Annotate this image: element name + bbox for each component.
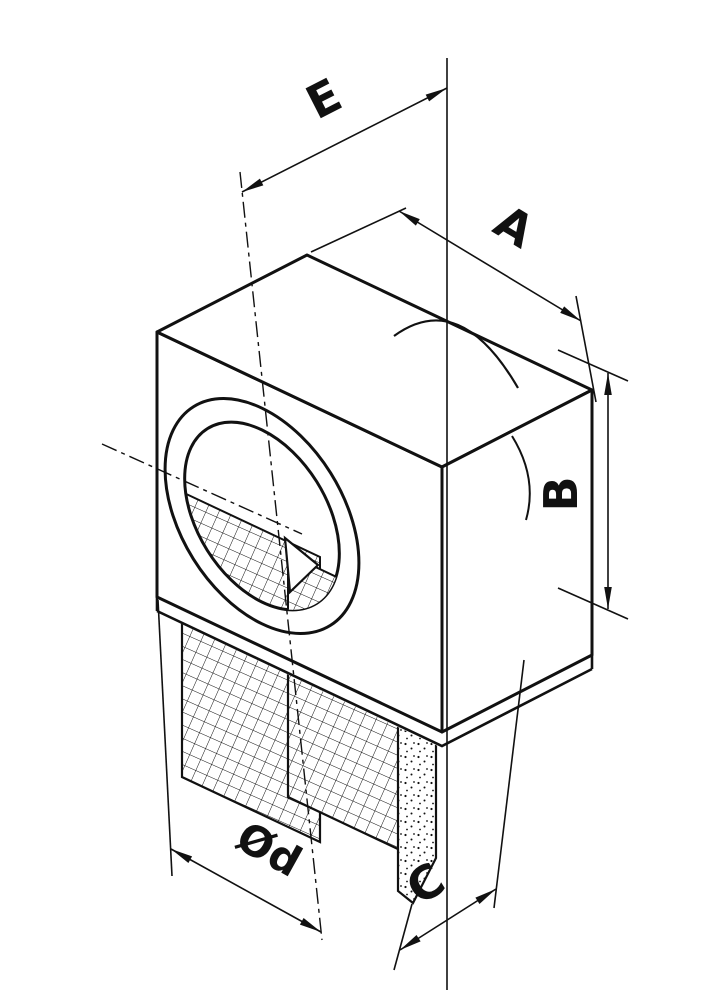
ext-c-right (493, 659, 525, 909)
vertical-centerline (239, 171, 323, 941)
dim-line-c (399, 888, 497, 951)
bottom-rim (155, 597, 594, 748)
ext-b-bottom (557, 587, 629, 620)
ext-b-top (557, 349, 629, 382)
vane-triangle (283, 535, 320, 595)
dim-line-diameter (170, 848, 322, 933)
filter-panel-left (180, 608, 322, 844)
top-outlet-arc (393, 319, 519, 389)
inlet-flange (163, 396, 372, 638)
dim-label-a: A (485, 194, 544, 259)
centerlines (101, 171, 323, 941)
ext-a-left (310, 207, 407, 253)
ext-c-left (393, 903, 413, 971)
dimension-lines (157, 58, 629, 990)
dim-line-e (241, 87, 448, 193)
ext-diameter-left (157, 599, 173, 877)
axis-centerline (101, 443, 303, 535)
side-outlet-arc (511, 435, 531, 521)
dim-label-e: E (297, 68, 350, 130)
dim-label-b: B (534, 476, 588, 511)
dim-line-a (398, 210, 582, 322)
